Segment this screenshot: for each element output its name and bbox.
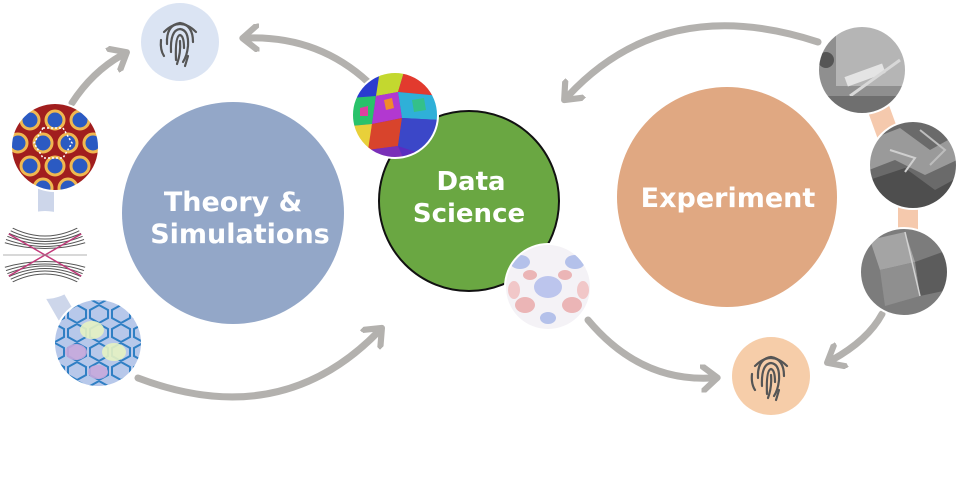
theory-label-line1: Theory & <box>164 187 302 218</box>
arrow-theory-to-fingerprint <box>68 55 122 107</box>
experiment-node: Experiment <box>617 87 837 307</box>
sem-instrument-image <box>818 26 906 114</box>
data-science-label-line1: Data <box>436 167 505 197</box>
image-circle-rings <box>1 25 958 388</box>
arrow-datascience-to-fingerprint <box>248 38 372 86</box>
theory-label-line2: Simulations <box>150 219 330 250</box>
fingerprint-node-left <box>141 3 219 81</box>
sem-fracture-image <box>869 121 957 209</box>
sem-surface-image <box>860 228 948 316</box>
arrow-theory-to-datascience <box>134 332 378 401</box>
hexagonal-lattice-image <box>54 299 142 387</box>
arrow-datascience-to-fingerprint-right <box>584 316 712 378</box>
theory-simulations-node: Theory & Simulations <box>122 102 344 324</box>
arrow-experiment-to-fingerprint <box>832 310 886 360</box>
lattice-density-image <box>11 103 99 191</box>
fingerprint-icon <box>750 355 789 402</box>
fingerprint-icon <box>159 21 198 68</box>
arrow-experiment-to-datascience <box>568 22 822 96</box>
band-structure-image <box>2 212 88 298</box>
cycle-arrows <box>68 22 886 401</box>
experiment-label: Experiment <box>641 183 816 214</box>
data-science-label-line2: Science <box>413 199 525 229</box>
fingerprint-node-right <box>732 337 810 415</box>
data-science-node: Data Science <box>378 110 560 292</box>
